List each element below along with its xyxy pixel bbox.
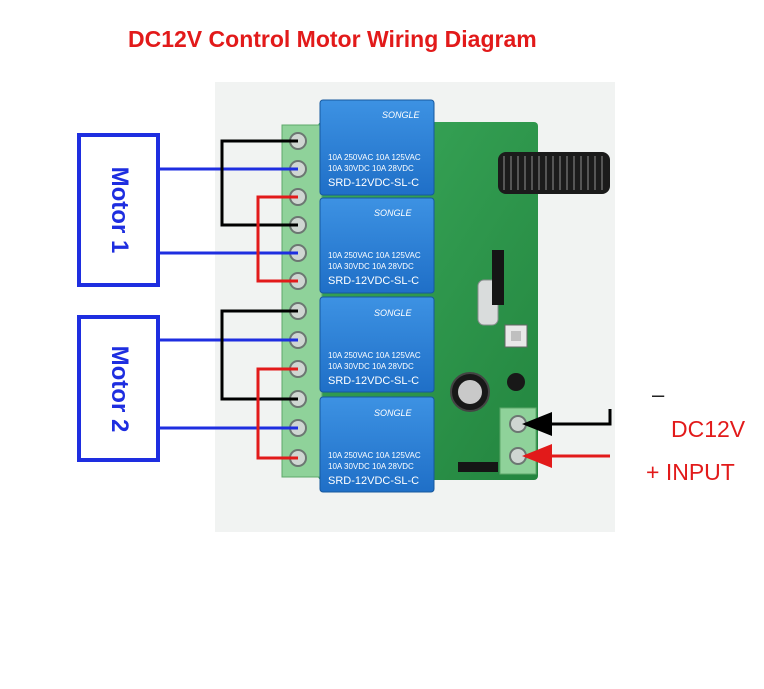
relay-brand: SONGLE <box>374 308 413 318</box>
relay-brand: SONGLE <box>382 110 421 120</box>
relay-rating-ac: 10A 250VAC 10A 125VAC <box>328 351 421 360</box>
relay-brand: SONGLE <box>374 208 413 218</box>
wire-black <box>220 309 298 401</box>
relay-model: SRD-12VDC-SL-C <box>328 475 419 487</box>
relay-model: SRD-12VDC-SL-C <box>328 275 419 287</box>
relay-rating-dc: 10A 30VDC 10A 28VDC <box>328 262 414 271</box>
capacitor-top <box>458 380 482 404</box>
motor-1-label: Motor 1 <box>106 166 133 254</box>
arrow-plus-head <box>522 444 552 468</box>
relay-rating-ac: 10A 250VAC 10A 125VAC <box>328 251 421 260</box>
relay-brand: SONGLE <box>374 408 413 418</box>
capacitor-small <box>507 373 525 391</box>
relay-rating-dc: 10A 30VDC 10A 28VDC <box>328 462 414 471</box>
relay-model: SRD-12VDC-SL-C <box>328 177 419 189</box>
motor-2-label: Motor 2 <box>106 345 133 433</box>
relay-rating-dc: 10A 30VDC 10A 28VDC <box>328 164 414 173</box>
relay-rating-ac: 10A 250VAC 10A 125VAC <box>328 153 421 162</box>
wire-black <box>220 139 298 227</box>
push-button-cap <box>511 331 521 341</box>
relay-4: SONGLE 10A 250VAC 10A 125VAC 10A 30VDC 1… <box>319 396 435 493</box>
plus-input-label: + INPUT <box>646 459 735 485</box>
relay-3: SONGLE 10A 250VAC 10A 125VAC 10A 30VDC 1… <box>319 296 435 393</box>
motor-2-box <box>77 315 160 462</box>
relay-rating-ac: 10A 250VAC 10A 125VAC <box>328 451 421 460</box>
blue-wires <box>158 167 298 430</box>
wire-red <box>256 195 298 283</box>
diode <box>458 462 498 472</box>
arrow-minus-head <box>522 412 552 436</box>
diagram-title: DC12V Control Motor Wiring Diagram <box>128 26 537 52</box>
chip <box>492 250 504 305</box>
relay-2: SONGLE 10A 250VAC 10A 125VAC 10A 30VDC 1… <box>319 197 435 294</box>
relay-rating-dc: 10A 30VDC 10A 28VDC <box>328 362 414 371</box>
antenna-coil <box>498 152 610 194</box>
minus-label: – <box>652 382 665 407</box>
motor-1-box <box>77 133 160 287</box>
power-arrows <box>522 412 610 468</box>
relay-1: SONGLE 10A 250VAC 10A 125VAC 10A 30VDC 1… <box>319 99 435 196</box>
voltage-label: DC12V <box>671 416 746 442</box>
relay-model: SRD-12VDC-SL-C <box>328 375 419 387</box>
wire-red <box>256 367 298 460</box>
wire-black-power-minus <box>548 409 612 426</box>
red-wires <box>256 195 298 460</box>
